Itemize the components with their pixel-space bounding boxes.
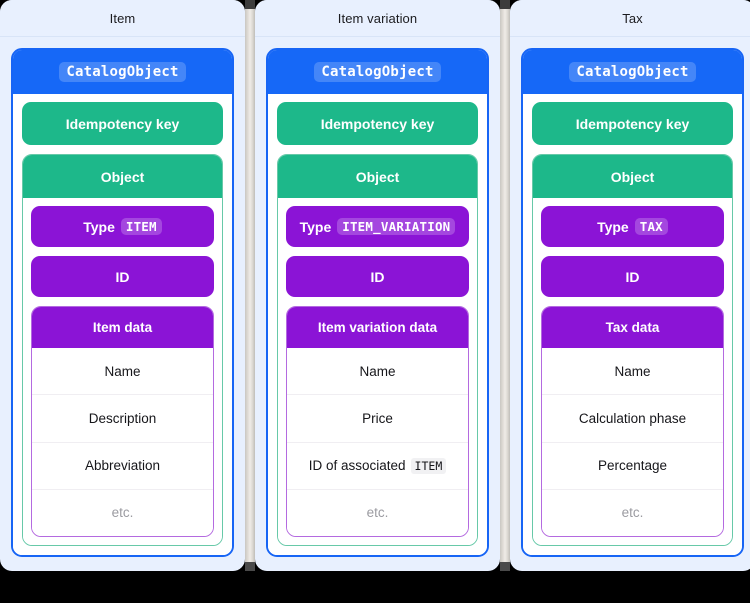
- id-label: ID: [370, 268, 385, 285]
- data-container: Tax data Name Calculation phase Percenta…: [541, 306, 724, 537]
- idempotency-key-label: Idempotency key: [65, 115, 180, 132]
- catalog-object-badge: CatalogObject: [59, 62, 186, 82]
- data-row-list: Name Description Abbreviation etc.: [32, 348, 213, 536]
- type-pill: Type ITEM_VARIATION: [286, 206, 469, 247]
- type-pill: Type ITEM: [31, 206, 214, 247]
- id-label: ID: [625, 268, 640, 285]
- data-row: Name: [32, 348, 213, 396]
- id-pill: ID: [31, 256, 214, 297]
- object-header: Object: [533, 155, 732, 198]
- type-label: Type: [597, 218, 629, 235]
- data-row: etc.: [542, 490, 723, 536]
- catalog-object-card: CatalogObject Idempotency key Object Typ…: [11, 48, 234, 557]
- data-row: Price: [287, 395, 468, 443]
- idempotency-key-pill: Idempotency key: [532, 102, 733, 145]
- data-row: Percentage: [542, 443, 723, 490]
- panel-item-variation: Item variation CatalogObject Idempotency…: [255, 0, 500, 571]
- type-label: Type: [299, 218, 332, 235]
- data-row: ID of associated ITEM: [287, 443, 468, 490]
- data-row-text: Calculation phase: [578, 410, 687, 426]
- id-label: ID: [115, 268, 130, 285]
- data-row-text: Abbreviation: [84, 458, 161, 474]
- data-label: Item variation data: [317, 320, 438, 335]
- type-value-badge: TAX: [634, 218, 668, 235]
- data-row-list: Name Calculation phase Percentage etc.: [542, 348, 723, 536]
- catalog-object-body: Idempotency key Object Type ITEM: [13, 94, 232, 555]
- panel-body: CatalogObject Idempotency key Object Typ…: [0, 37, 245, 571]
- object-body: Type ITEM_VARIATION ID Item variation da…: [278, 198, 477, 545]
- panel-item: Item CatalogObject Idempotency key Objec…: [0, 0, 245, 571]
- object-label: Object: [355, 168, 400, 185]
- data-row-code-badge: ITEM: [410, 457, 447, 474]
- object-body: Type ITEM ID Item data: [23, 198, 222, 545]
- object-container: Object Type ITEM_VARIATION ID: [277, 154, 478, 546]
- panel-separator: [245, 0, 255, 571]
- panel-separator: [500, 0, 510, 571]
- catalog-object-header: CatalogObject: [523, 50, 742, 94]
- panel-title: Item variation: [337, 10, 418, 26]
- idempotency-key-pill: Idempotency key: [277, 102, 478, 145]
- catalog-object-card: CatalogObject Idempotency key Object Typ…: [266, 48, 489, 557]
- data-row-list: Name Price ID of associated ITEM etc.: [287, 348, 468, 536]
- data-row: Calculation phase: [542, 395, 723, 443]
- panel-header: Item: [0, 0, 245, 37]
- panel-title: Item: [109, 10, 136, 26]
- type-pill: Type TAX: [541, 206, 724, 247]
- data-row-text: Name: [359, 363, 396, 379]
- data-row-text: Name: [104, 363, 141, 379]
- catalog-object-badge: CatalogObject: [569, 62, 696, 82]
- object-container: Object Type ITEM ID: [22, 154, 223, 546]
- object-header: Object: [23, 155, 222, 198]
- data-row-text: Percentage: [597, 458, 668, 474]
- panel-tax: Tax CatalogObject Idempotency key Object: [510, 0, 750, 571]
- type-value-badge: ITEM: [120, 218, 162, 235]
- type-label: Type: [83, 218, 115, 235]
- data-row: Abbreviation: [32, 443, 213, 490]
- idempotency-key-label: Idempotency key: [320, 115, 435, 132]
- data-row: etc.: [287, 490, 468, 536]
- data-label: Tax data: [605, 320, 660, 335]
- catalog-object-body: Idempotency key Object Type ITEM_VARIATI…: [268, 94, 487, 555]
- data-label: Item data: [92, 320, 153, 335]
- data-row-text: etc.: [111, 505, 134, 521]
- idempotency-key-label: Idempotency key: [575, 115, 690, 132]
- panel-header: Item variation: [255, 0, 500, 37]
- id-pill: ID: [286, 256, 469, 297]
- data-row-text: etc.: [621, 505, 644, 521]
- data-header: Item variation data: [287, 307, 468, 348]
- data-row-text: etc.: [366, 505, 389, 521]
- type-value-badge: ITEM_VARIATION: [337, 218, 456, 235]
- data-header: Item data: [32, 307, 213, 348]
- catalog-object-header: CatalogObject: [13, 50, 232, 94]
- data-row-text: ID of associated: [308, 458, 406, 474]
- catalog-object-body: Idempotency key Object Type TAX: [523, 94, 742, 555]
- panel-title: Tax: [622, 10, 643, 26]
- data-row-text: Price: [362, 410, 393, 426]
- object-label: Object: [100, 168, 145, 185]
- catalog-object-header: CatalogObject: [268, 50, 487, 94]
- data-header: Tax data: [542, 307, 723, 348]
- idempotency-key-pill: Idempotency key: [22, 102, 223, 145]
- data-container: Item variation data Name Price ID of ass…: [286, 306, 469, 537]
- data-row: Name: [287, 348, 468, 396]
- id-pill: ID: [541, 256, 724, 297]
- data-row-text: Name: [614, 363, 651, 379]
- catalog-object-badge: CatalogObject: [314, 62, 441, 82]
- data-container: Item data Name Description Abbreviation …: [31, 306, 214, 537]
- panel-body: CatalogObject Idempotency key Object Typ…: [255, 37, 500, 571]
- catalog-object-card: CatalogObject Idempotency key Object Typ…: [521, 48, 744, 557]
- object-header: Object: [278, 155, 477, 198]
- data-row: Name: [542, 348, 723, 396]
- data-row: etc.: [32, 490, 213, 536]
- data-row-text: Description: [88, 410, 157, 426]
- panel-header: Tax: [510, 0, 750, 37]
- object-label: Object: [610, 168, 655, 185]
- object-container: Object Type TAX ID: [532, 154, 733, 546]
- object-body: Type TAX ID Tax data: [533, 198, 732, 545]
- data-row: Description: [32, 395, 213, 443]
- panel-body: CatalogObject Idempotency key Object Typ…: [510, 37, 750, 571]
